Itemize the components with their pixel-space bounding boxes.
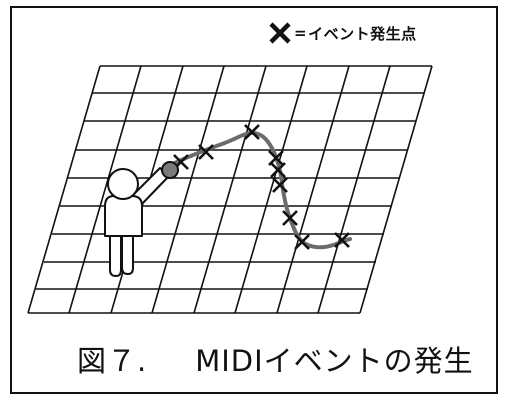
legend: = イベント発生点 [268,19,417,47]
event-markers [173,124,350,250]
figure-frame [10,6,498,394]
person-leg-right [121,229,134,275]
event-marker-7 [282,210,298,226]
event-marker-3 [244,124,260,140]
caption-title: MIDIイベントの発生 [195,344,474,378]
x-mark-icon [269,22,291,44]
figure-caption: 図７. MIDIイベントの発生 [77,339,474,379]
event-marker-6 [272,177,288,193]
event-marker-5 [270,162,286,178]
caption-number: 図７. [77,344,148,378]
legend-text: イベント発生点 [308,24,417,43]
event-marker-2 [198,144,214,160]
person-figure [104,161,179,277]
perspective-grid [27,65,433,314]
event-marker-8 [294,234,310,250]
legend-equals: = [294,24,308,42]
person-leg-left [109,229,122,277]
person-head [107,168,139,200]
event-marker-9 [334,232,350,248]
hand-ball [161,161,179,179]
person-body [104,195,143,237]
